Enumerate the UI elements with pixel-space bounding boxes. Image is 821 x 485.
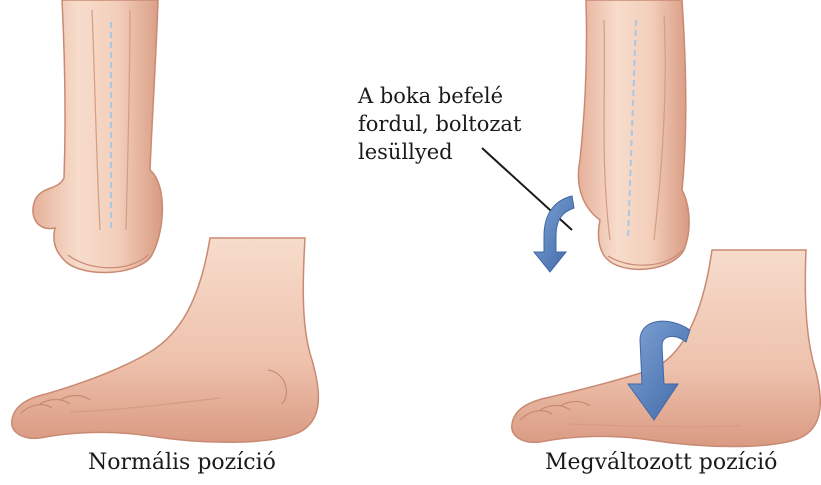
caption-normal-position: Normális pozíció — [88, 450, 276, 475]
normal-rear-leg — [33, 0, 162, 273]
altered-rear-view — [578, 0, 689, 269]
altered-side-foot — [512, 250, 821, 447]
normal-rear-view — [33, 0, 162, 273]
annotation-line-1: A boka befelé — [358, 82, 521, 110]
caption-altered-position: Megváltozott pozíció — [545, 450, 777, 475]
annotation-line-3: lesüllyed — [358, 138, 521, 166]
annotation-line-2: fordul, boltozat — [358, 110, 521, 138]
normal-side-view — [12, 238, 319, 442]
altered-rear-leg — [578, 0, 689, 269]
normal-side-foot — [12, 238, 319, 442]
annotation-text: A boka befelé fordul, boltozat lesüllyed — [358, 82, 521, 166]
altered-side-view — [512, 250, 821, 447]
curved-arrow-down-icon — [534, 196, 574, 272]
